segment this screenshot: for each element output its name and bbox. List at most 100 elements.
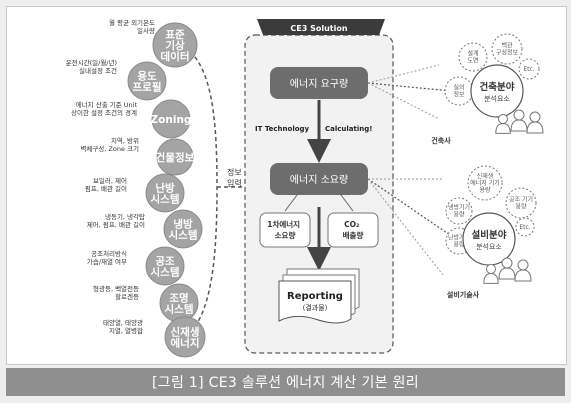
building-link-line-2 xyxy=(367,64,440,84)
building-factor-label: 실의 xyxy=(453,84,464,92)
factor-bubble xyxy=(127,61,167,101)
energy-demand-label: 에너지 요구량 xyxy=(290,78,348,90)
calculating-label: Calculating! xyxy=(325,125,372,133)
factor-bubble-label: 용도 xyxy=(137,71,157,83)
building-link-line xyxy=(367,82,452,92)
factor-note: 일사량 xyxy=(137,26,155,35)
mechanical-person-icon xyxy=(514,259,532,282)
factor-note: 상이한 설정 조건의 경계 xyxy=(71,108,137,117)
factor-note: 펌프, 배관 길이 xyxy=(85,184,127,193)
mechanical-person-icon xyxy=(483,264,499,284)
factor-note: 태양열, 태양광 xyxy=(103,319,143,327)
energy-demand-box xyxy=(270,67,368,99)
building-factor-label: 백관 xyxy=(501,42,513,50)
building-person-icon xyxy=(495,114,511,134)
factor-note: 제어, 펌프, 배관 길이 xyxy=(87,220,145,229)
factor-bubble xyxy=(164,316,206,358)
factor-bubble-label: Zoning xyxy=(151,114,192,126)
factor-bubble-label: 표준 xyxy=(165,29,185,41)
mechanical-factor-label: 신재생 xyxy=(477,172,494,180)
mechanical-factor-label: 용량 xyxy=(479,187,491,194)
factor-note: 공조처리방식 xyxy=(91,249,127,258)
factor-bubble-label: 난방 xyxy=(155,182,175,195)
mechanical-link-line xyxy=(367,178,454,238)
building-factor-label: 구성정보 xyxy=(496,49,519,57)
reporting-label: Reporting xyxy=(287,291,343,302)
factor-bubble xyxy=(151,99,191,139)
factor-bubble-label: 냉방 xyxy=(173,218,193,231)
mechanical-hub-label: 설비분야 xyxy=(472,229,507,241)
primary-energy-box xyxy=(259,212,311,248)
factor-bubble-label: 시스템 xyxy=(165,304,194,316)
mechanical-factor-label: 용량 xyxy=(515,204,527,211)
split-line-left xyxy=(284,194,298,212)
energy-consumption-label: 에너지 소요량 xyxy=(290,174,348,186)
mechanical-factor-label: 용량 xyxy=(453,242,465,249)
building-factor-4: Etc. xyxy=(518,58,540,80)
factor-bubble-label: 시스템 xyxy=(151,194,180,206)
figure-caption: [그림 1] CE3 솔루션 에너지 계산 기본 원리 xyxy=(6,368,565,396)
factor-bubble-label: 공조 xyxy=(155,256,175,268)
reporting-document xyxy=(278,268,360,324)
factor-bubble xyxy=(163,209,203,249)
factor-note: 가습/재열 여부 xyxy=(87,257,127,266)
co2-emission-box xyxy=(327,212,379,248)
info-input-label: 정보 입력 xyxy=(227,167,244,188)
building-factor-label: 설계 xyxy=(467,50,478,58)
co2-emission-label: CO₂ 배출량 xyxy=(343,220,364,240)
mechanical-factor-label: Etc. xyxy=(519,224,530,231)
energy-consumption-box xyxy=(270,163,368,195)
building-person-icon xyxy=(526,111,544,134)
factor-note: 할로겐등 xyxy=(115,292,139,301)
building-factor-label: 도면 xyxy=(467,57,478,65)
factor-note: 보일러, 제어 xyxy=(93,176,127,185)
building-link-line-3 xyxy=(367,82,440,120)
primary-energy-label: 1차에너지 소요량 xyxy=(267,219,302,240)
building-factor-label: 정보 xyxy=(453,92,465,99)
building-factor-label: Etc. xyxy=(523,66,534,73)
building-persona-label: 건축사 xyxy=(431,136,451,145)
solution-header-tab xyxy=(257,19,385,35)
mechanical-factor-label: 난방기기 xyxy=(448,234,470,242)
factor-bubble-label: 조명 xyxy=(169,292,188,305)
factor-note: 형광등, 백열전등 xyxy=(93,284,139,293)
mechanical-factor-5: Etc. xyxy=(515,217,535,237)
mechanical-factor-label: 냉방기기 xyxy=(448,204,470,212)
factor-bubble-label: 신재생 xyxy=(171,326,200,339)
factor-bubble xyxy=(145,246,185,286)
factor-note: 에너지 산출 기준 Unit xyxy=(76,100,138,109)
factor-note: 실내설정 조건 xyxy=(79,66,117,75)
factor-bubble-label: 에너지 xyxy=(171,337,200,350)
building-hub-label: 건축분야 xyxy=(480,81,515,93)
mechanical-factor-label: 용량 xyxy=(453,212,465,219)
building-hub-sublabel: 분석요소 xyxy=(484,94,510,103)
mechanical-person-icon xyxy=(498,257,516,280)
mechanical-link-line-3 xyxy=(367,178,444,276)
factor-note: 월 평균 외기온도 xyxy=(109,18,155,27)
factor-bubble-label: 데이터 xyxy=(161,50,190,63)
mechanical-hub-sublabel: 분석요소 xyxy=(476,242,502,251)
reporting-sublabel: (결과물) xyxy=(303,303,328,312)
building-person-icon xyxy=(510,109,528,132)
factor-note: 지열, 열병합 xyxy=(109,326,143,335)
factor-bubble-label: 기상 xyxy=(165,39,185,52)
